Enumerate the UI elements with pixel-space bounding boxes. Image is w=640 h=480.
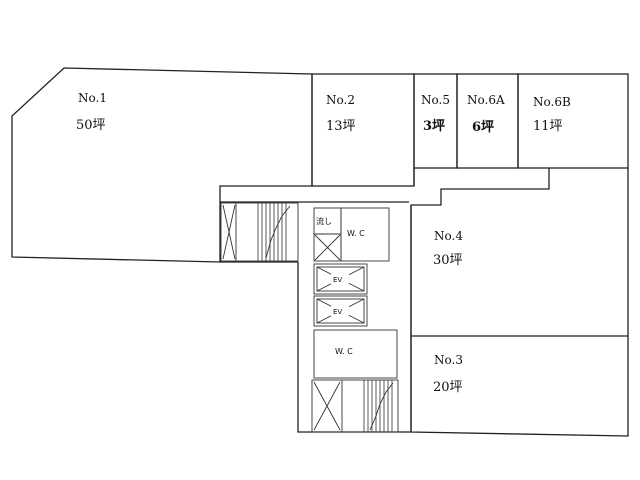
wc-lower: W. C [313, 329, 398, 379]
sink-area: 流し [313, 207, 342, 235]
room-no-6a-number: No.6A [467, 93, 505, 107]
room-no-2-area: 13坪 [326, 119, 356, 134]
room-no-4-area: 30坪 [433, 253, 463, 268]
room-no-6a-area: 6坪 [472, 120, 494, 135]
elevator-1-label: EV [333, 276, 342, 284]
room-no-1[interactable]: No.1 50坪 [11, 67, 313, 263]
room-no-5-number: No.5 [421, 93, 450, 107]
elevator-2: EV [313, 295, 368, 327]
wc-lower-label: W. C [335, 347, 353, 356]
room-no-3-number: No.3 [434, 353, 463, 367]
room-no-6a[interactable]: No.6A 6坪 [456, 73, 519, 169]
elevator-2-label: EV [333, 308, 342, 316]
room-no-6b-area: 11坪 [533, 119, 563, 134]
room-no-3[interactable]: No.3 20坪 [433, 353, 463, 395]
room-no-6b-number: No.6B [533, 95, 571, 109]
room-no-4-number: No.4 [434, 229, 463, 243]
sink-label: 流し [316, 216, 332, 226]
room-no-2-number: No.2 [326, 93, 355, 107]
pipe-shaft [313, 233, 342, 262]
room-no-1-number: No.1 [78, 91, 107, 105]
staircase-lower [311, 379, 399, 433]
room-no-3-area: 20坪 [433, 380, 463, 395]
elevator-1: EV [313, 263, 368, 295]
room-no-5-area: 3坪 [423, 119, 445, 134]
room-no-5[interactable]: No.5 3坪 [413, 73, 458, 169]
wc-upper-label: W. C [347, 229, 365, 238]
staircase-upper [220, 202, 299, 262]
room-no-2[interactable]: No.2 13坪 [311, 73, 415, 187]
room-no-1-area: 50坪 [76, 118, 106, 133]
wc-upper: W. C [340, 207, 390, 262]
room-no-4[interactable]: No.4 30坪 [411, 229, 628, 337]
room-no-6b[interactable]: No.6B 11坪 [517, 73, 629, 169]
corridor-walls [220, 168, 629, 437]
